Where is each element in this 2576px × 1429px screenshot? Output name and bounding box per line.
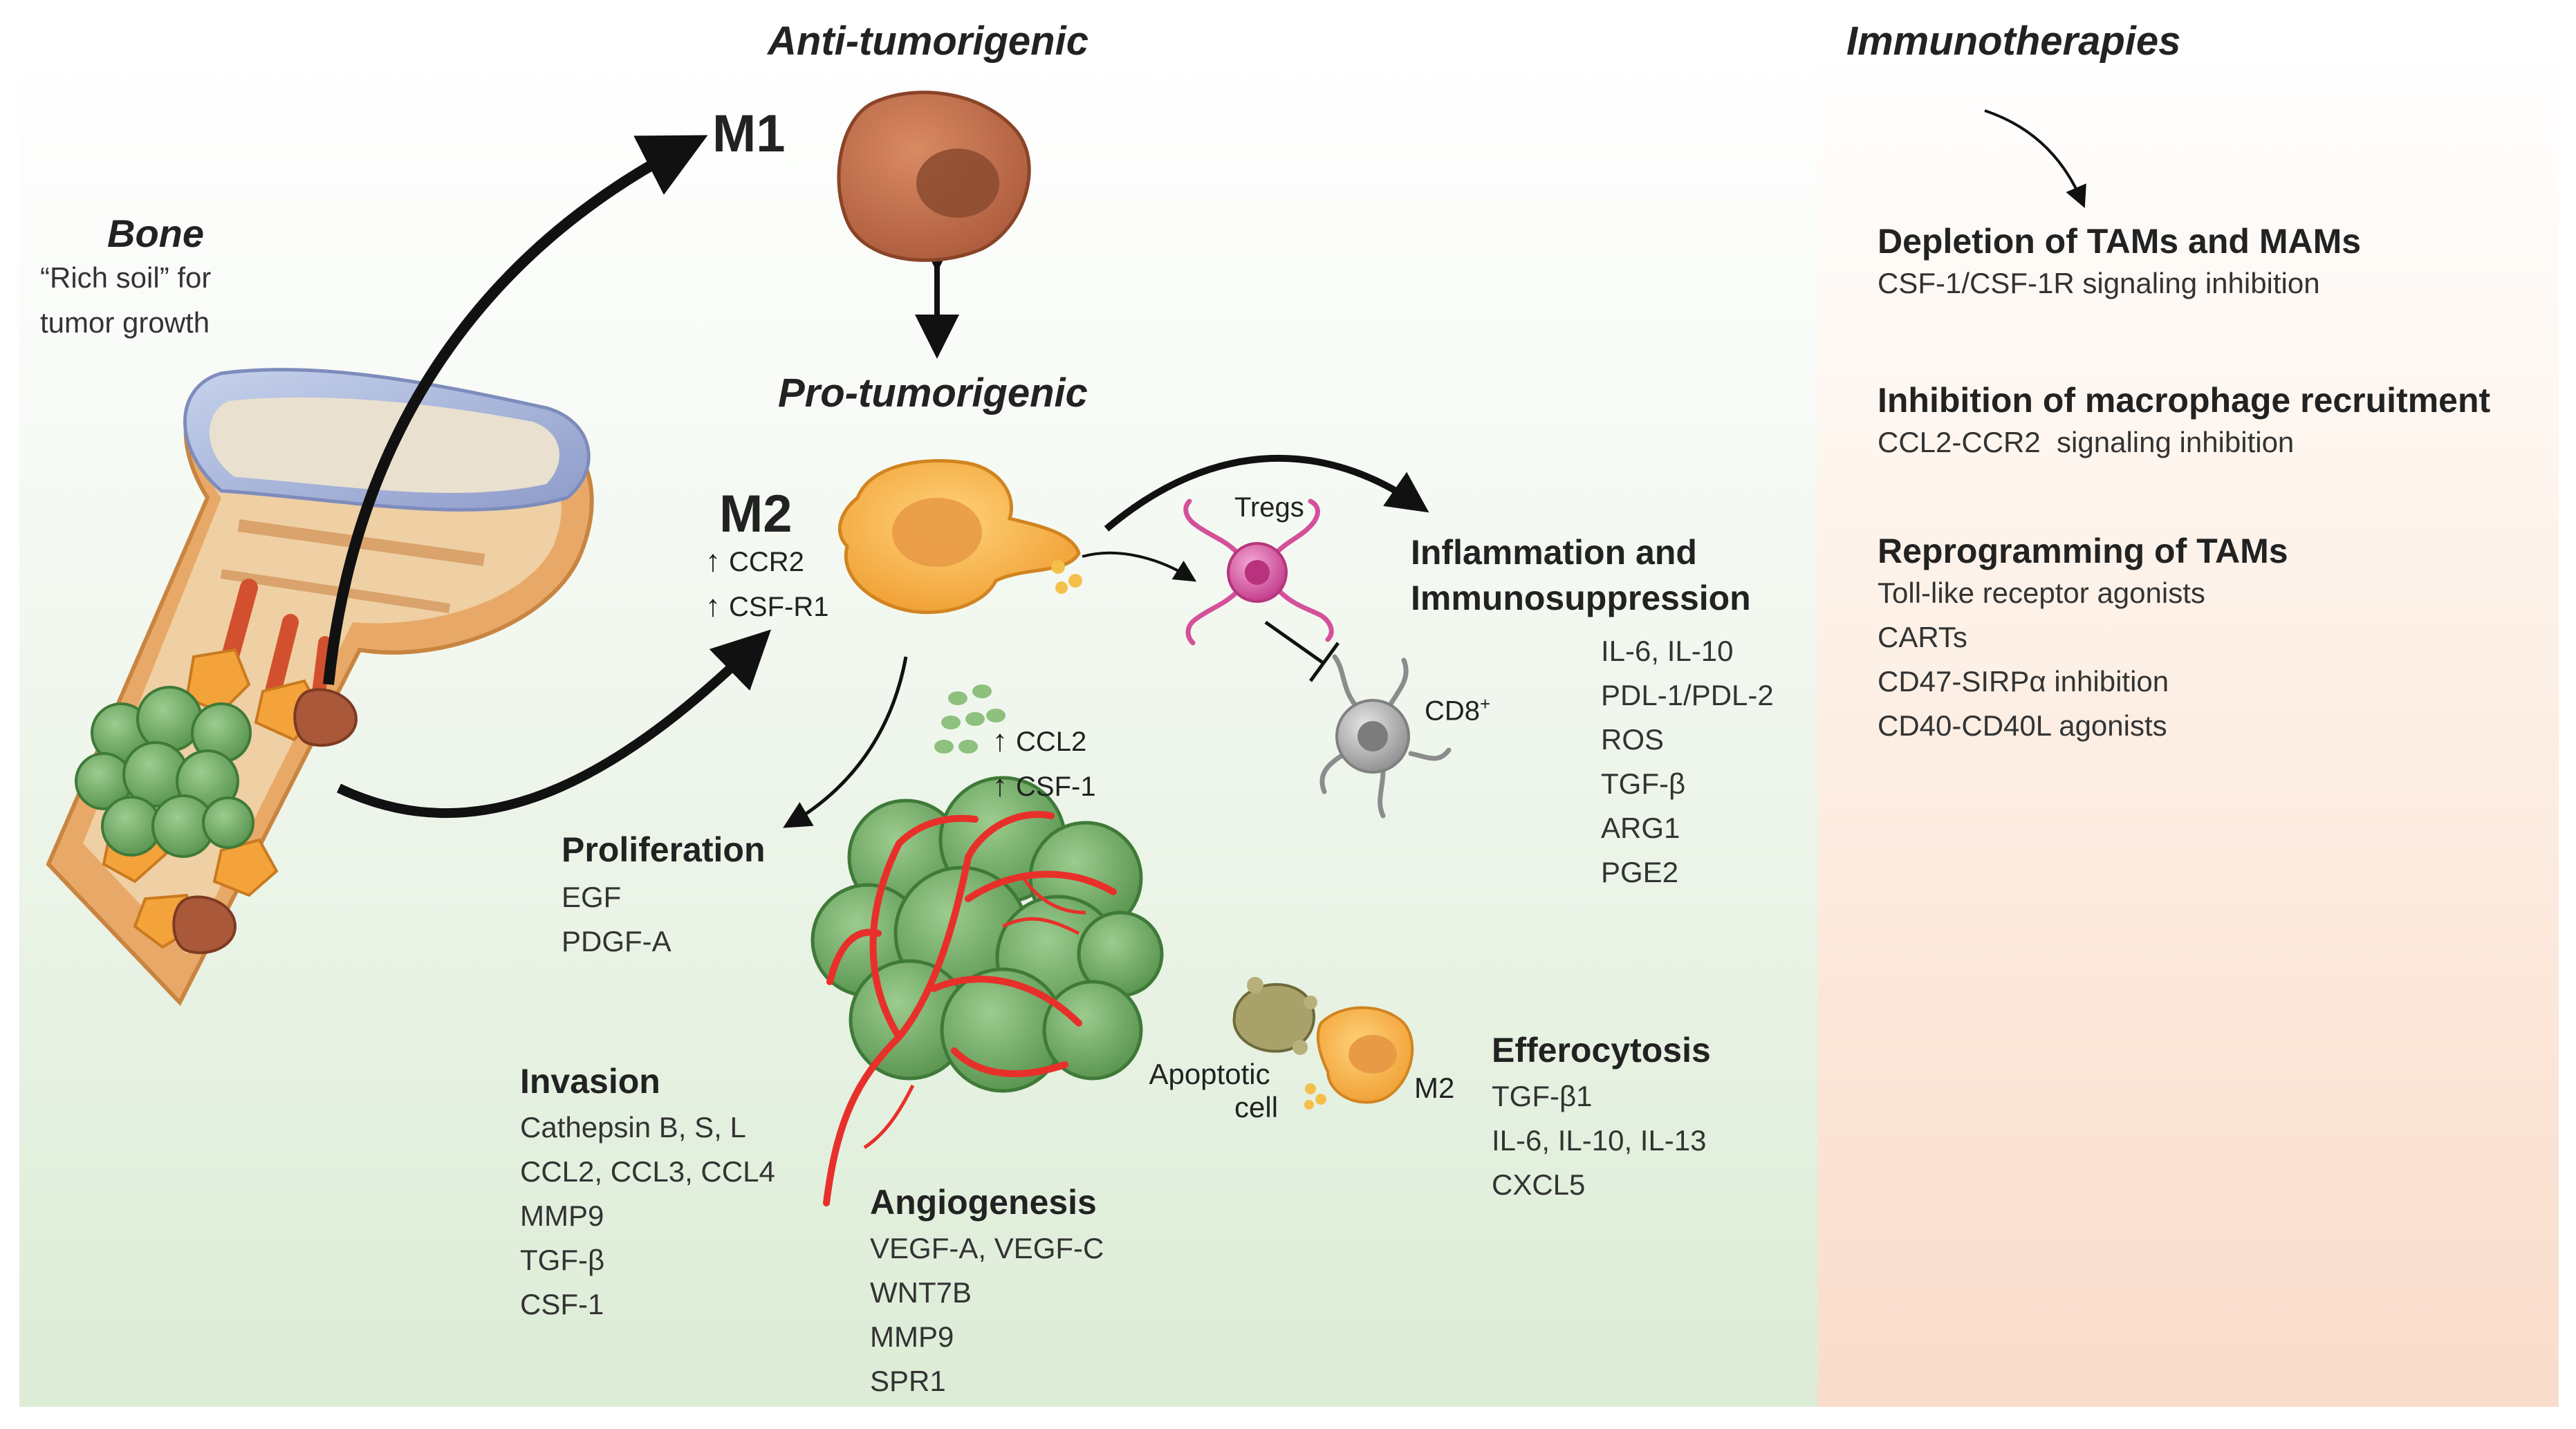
inflammation-item: TGF-β bbox=[1601, 767, 1686, 800]
m2-marker-csf-r1: ↑ CSF-R1 bbox=[705, 584, 828, 629]
m2-marker-csf-r1-text: CSF-R1 bbox=[729, 592, 829, 622]
inflammation-item: IL-6, IL-10 bbox=[1601, 635, 1734, 667]
tregs-label: Tregs bbox=[1234, 492, 1304, 523]
angiogenesis-title: Angiogenesis bbox=[870, 1183, 1097, 1222]
proliferation-item: PDGF-A bbox=[562, 925, 671, 958]
cd8-label-superscript: + bbox=[1480, 693, 1491, 714]
m1-macrophage-cell bbox=[837, 91, 1031, 262]
inflammation-title-line-2: Immunosuppression bbox=[1411, 579, 1751, 617]
up-arrow-icon: ↑ bbox=[992, 769, 1008, 803]
m2-marker-ccr2: ↑ CCR2 bbox=[705, 539, 828, 584]
m2-markers: ↑ CCR2 ↑ CSF-R1 bbox=[705, 539, 828, 629]
invasion-block: Invasion Cathepsin B, S, L CCL2, CCL3, C… bbox=[520, 1061, 775, 1327]
invasion-item: MMP9 bbox=[520, 1199, 604, 1232]
cytokine-dots bbox=[934, 684, 1006, 754]
efferocytosis-item: TGF-β1 bbox=[1492, 1080, 1593, 1112]
efferocytosis-list: TGF-β1 IL-6, IL-10, IL-13 CXCL5 bbox=[1492, 1074, 1711, 1207]
efferocytosis-cells bbox=[1232, 977, 1414, 1110]
inflammation-list: IL-6, IL-10 PDL-1/PDL-2 ROS TGF-β ARG1 P… bbox=[1601, 629, 1774, 895]
efferocytosis-item: IL-6, IL-10, IL-13 bbox=[1492, 1124, 1707, 1157]
treg-cell bbox=[1183, 498, 1334, 646]
up-arrow-icon: ↑ bbox=[705, 589, 721, 623]
angiogenesis-item: VEGF-A, VEGF-C bbox=[870, 1232, 1104, 1264]
immunotherapy-title: Reprogramming of TAMs bbox=[1878, 532, 2288, 570]
m2-small-label: M2 bbox=[1414, 1072, 1455, 1104]
tumor-with-blood-vessels bbox=[810, 776, 1164, 1206]
apoptotic-cell-label-line-2: cell bbox=[1234, 1091, 1279, 1123]
cd8-label: CD8+ bbox=[1425, 693, 1490, 727]
efferocytosis-title: Efferocytosis bbox=[1492, 1031, 1711, 1070]
cytokine-ccl2-text: CCL2 bbox=[1016, 727, 1087, 757]
invasion-item: Cathepsin B, S, L bbox=[520, 1111, 746, 1143]
inflammation-item: PGE2 bbox=[1601, 856, 1679, 888]
angiogenesis-item: SPR1 bbox=[870, 1365, 946, 1397]
inflammation-item: ARG1 bbox=[1601, 812, 1680, 844]
immunotherapy-recruitment: Inhibition of macrophage recruitment CCL… bbox=[1878, 380, 2490, 465]
immunotherapy-title: Inhibition of macrophage recruitment bbox=[1878, 381, 2491, 420]
immunotherapy-items: Toll-like receptor agonists CARTs CD47-S… bbox=[1878, 571, 2288, 748]
immunotherapy-item: CD40-CD40L agonists bbox=[1878, 709, 2167, 742]
up-arrow-icon: ↑ bbox=[992, 724, 1008, 758]
immunotherapy-item: CCL2-CCR2 signaling inhibition bbox=[1878, 426, 2295, 458]
immunotherapy-depletion: Depletion of TAMs and MAMs CSF-1/CSF-1R … bbox=[1878, 221, 2361, 306]
inflammation-item: PDL-1/PDL-2 bbox=[1601, 679, 1774, 711]
up-arrow-icon: ↑ bbox=[705, 544, 721, 578]
pro-tumorigenic-header: Pro-tumorigenic bbox=[778, 371, 1088, 415]
cd8-label-text: CD8 bbox=[1425, 695, 1481, 727]
immunotherapy-title: Depletion of TAMs and MAMs bbox=[1878, 222, 2362, 261]
cd8-t-cell bbox=[1319, 654, 1452, 819]
invasion-item: CSF-1 bbox=[520, 1288, 604, 1320]
m2-macrophage-cell bbox=[837, 459, 1082, 615]
immunotherapy-items: CCL2-CCR2 signaling inhibition bbox=[1878, 420, 2490, 465]
efferocytosis-item: CXCL5 bbox=[1492, 1168, 1586, 1201]
immunotherapy-reprogramming: Reprogramming of TAMs Toll-like receptor… bbox=[1878, 531, 2288, 748]
cytokine-csf-1-text: CSF-1 bbox=[1016, 772, 1096, 802]
immunotherapy-item: CSF-1/CSF-1R signaling inhibition bbox=[1878, 267, 2320, 299]
invasion-item: CCL2, CCL3, CCL4 bbox=[520, 1155, 775, 1188]
efferocytosis-block: Efferocytosis TGF-β1 IL-6, IL-10, IL-13 … bbox=[1492, 1030, 1711, 1207]
m2-marker-ccr2-text: CCR2 bbox=[729, 547, 804, 577]
m2-label: M2 bbox=[719, 485, 793, 543]
bone-subtitle-line-2: tumor growth bbox=[40, 306, 210, 339]
bone-illustration bbox=[46, 368, 594, 1007]
invasion-title: Invasion bbox=[520, 1062, 660, 1101]
apoptotic-cell-label-line-1: Apoptotic bbox=[1149, 1058, 1270, 1090]
immunotherapy-items: CSF-1/CSF-1R signaling inhibition bbox=[1878, 261, 2361, 306]
cytokine-csf-1: ↑ CSF-1 bbox=[992, 764, 1096, 809]
proliferation-title: Proliferation bbox=[562, 830, 766, 869]
inflammation-item: ROS bbox=[1601, 723, 1665, 756]
angiogenesis-item: WNT7B bbox=[870, 1276, 972, 1309]
bone-title: Bone bbox=[107, 212, 204, 255]
immunotherapies-header: Immunotherapies bbox=[1846, 19, 2181, 64]
invasion-list: Cathepsin B, S, L CCL2, CCL3, CCL4 MMP9 … bbox=[520, 1105, 775, 1327]
proliferation-block: Proliferation EGF PDGF-A bbox=[562, 830, 765, 964]
immunotherapy-item: Toll-like receptor agonists bbox=[1878, 577, 2205, 609]
anti-tumorigenic-header: Anti-tumorigenic bbox=[768, 19, 1088, 64]
m1-label: M1 bbox=[712, 104, 786, 163]
cytokine-ccl2: ↑ CCL2 bbox=[992, 719, 1096, 764]
angiogenesis-list: VEGF-A, VEGF-C WNT7B MMP9 SPR1 bbox=[870, 1226, 1104, 1403]
angiogenesis-item: MMP9 bbox=[870, 1320, 954, 1353]
proliferation-list: EGF PDGF-A bbox=[562, 875, 765, 964]
immunotherapies-panel bbox=[1817, 48, 2559, 1407]
inflammation-block: Inflammation and Immunosuppression bbox=[1411, 532, 1751, 618]
proliferation-item: EGF bbox=[562, 881, 622, 913]
immunotherapy-item: CARTs bbox=[1878, 621, 1967, 653]
invasion-item: TGF-β bbox=[520, 1244, 605, 1276]
tumor-cytokines: ↑ CCL2 ↑ CSF-1 bbox=[992, 719, 1096, 809]
bone-subtitle-line-1: “Rich soil” for bbox=[40, 261, 212, 294]
angiogenesis-block: Angiogenesis VEGF-A, VEGF-C WNT7B MMP9 S… bbox=[870, 1182, 1104, 1403]
apoptotic-cell-label: Apoptotic cell bbox=[1141, 1058, 1278, 1124]
inflammation-title-line-1: Inflammation and bbox=[1411, 533, 1697, 572]
arrows bbox=[323, 109, 2086, 828]
immunotherapy-item: CD47-SIRPα inhibition bbox=[1878, 665, 2169, 698]
